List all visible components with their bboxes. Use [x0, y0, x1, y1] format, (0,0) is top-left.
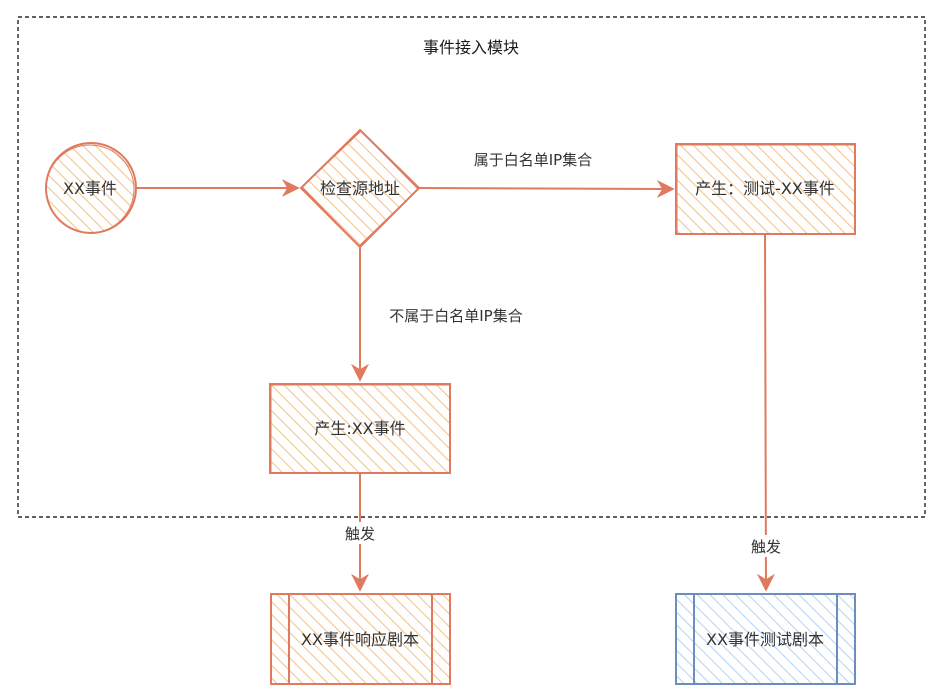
- module-container: [17, 16, 926, 518]
- edge-trigger-left-label: 触发: [345, 525, 375, 543]
- produce-event-label: 产生:XX事件: [314, 419, 405, 438]
- response-playbook-label: XX事件响应剧本: [301, 630, 419, 649]
- check-source-decision[interactable]: 检查源地址: [299, 128, 421, 249]
- edge-not-in-whitelist-label: 不属于白名单IP集合: [389, 307, 522, 325]
- edge-trigger-right-label: 触发: [751, 538, 781, 556]
- module-title: 事件接入模块: [423, 38, 519, 57]
- produce-test-event-label: 产生：测试-XX事件: [695, 179, 835, 198]
- edge-test-event-to-test-playbook: [756, 233, 775, 592]
- test-playbook-label: XX事件测试剧本: [706, 630, 824, 649]
- produce-test-event-node[interactable]: 产生：测试-XX事件: [675, 143, 856, 235]
- check-source-label: 检查源地址: [320, 179, 400, 198]
- response-playbook-node[interactable]: XX事件响应剧本: [270, 593, 451, 685]
- test-playbook-node[interactable]: XX事件测试剧本: [675, 593, 856, 685]
- start-event-label: XX事件: [63, 179, 117, 198]
- produce-event-node[interactable]: 产生:XX事件: [269, 383, 451, 474]
- start-event-node[interactable]: XX事件: [45, 142, 137, 234]
- edge-in-whitelist-label: 属于白名单IP集合: [474, 151, 592, 169]
- edge-check-to-test-event: [418, 179, 675, 198]
